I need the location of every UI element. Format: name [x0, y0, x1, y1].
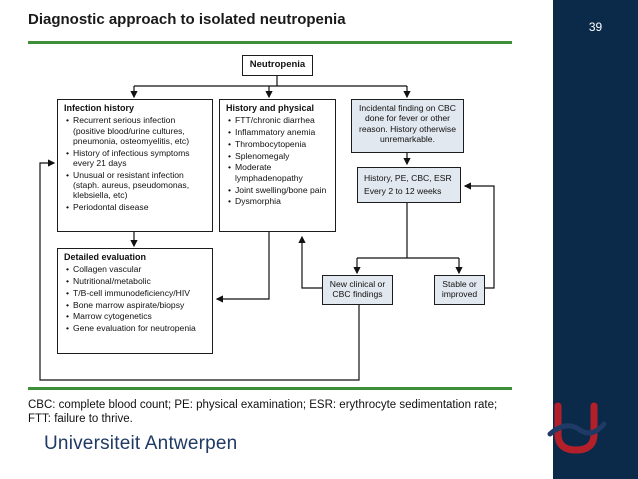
footnote: CBC: complete blood count; PE: physical …	[28, 398, 543, 426]
new-findings-box: New clinical or CBC findings	[322, 275, 393, 305]
infection-item: Periodontal disease	[66, 202, 208, 213]
infection-item: Recurrent serious infection (positive bl…	[66, 115, 208, 146]
arrow-stable-loop	[463, 182, 495, 289]
root-label: Neutropenia	[249, 59, 306, 70]
university-name: Universiteit Antwerpen	[44, 433, 238, 454]
footnote-divider	[28, 387, 512, 390]
history-item: Dysmorphia	[228, 196, 331, 207]
history-item: Inflammatory anemia	[228, 127, 331, 138]
history-item: Moderate lymphadenopathy	[228, 162, 331, 183]
infection-history-title: Infection history	[64, 103, 135, 113]
arrow-new-loop	[39, 159, 360, 381]
monitoring-line1: History, PE, CBC, ESR	[364, 173, 452, 183]
detailed-evaluation-title: Detailed evaluation	[64, 252, 147, 262]
monitoring-box: History, PE, CBC, ESR Every 2 to 12 week…	[357, 167, 461, 203]
university-logo-icon	[547, 402, 607, 454]
infection-history-box: Infection history Recurrent serious infe…	[57, 99, 213, 232]
detailed-item: Gene evaluation for neutropenia	[66, 323, 208, 334]
footnote-line1: CBC: complete blood count; PE: physical …	[28, 399, 498, 411]
infection-item: Unusual or resistant infection (staph. a…	[66, 170, 208, 201]
arrow-history-to-detailed	[215, 232, 270, 303]
arrow-new-to-history	[298, 235, 322, 289]
history-item: Joint swelling/bone pain	[228, 185, 331, 196]
detailed-evaluation-box: Detailed evaluation Collagen vascular Nu…	[57, 248, 213, 354]
incidental-finding-box: Incidental finding on CBC done for fever…	[351, 99, 464, 153]
title-divider	[28, 41, 512, 44]
detailed-item: Bone marrow aspirate/biopsy	[66, 300, 208, 311]
incidental-text: Incidental finding on CBC done for fever…	[359, 103, 456, 144]
history-physical-box: History and physical FTT/chronic diarrhe…	[219, 99, 336, 232]
infection-item: History of infectious symptoms every 21 …	[66, 148, 208, 169]
right-side-bar	[553, 0, 638, 479]
detailed-item: T/B-cell immunodeficiency/HIV	[66, 288, 208, 299]
history-item: FTT/chronic diarrhea	[228, 115, 331, 126]
new-findings-text: New clinical or CBC findings	[329, 279, 386, 300]
history-physical-title: History and physical	[226, 103, 315, 113]
slide-title: Diagnostic approach to isolated neutrope…	[28, 11, 346, 28]
stable-box: Stable or improved	[434, 275, 485, 305]
monitoring-line2: Every 2 to 12 weeks	[364, 186, 442, 196]
detailed-item: Nutritional/metabolic	[66, 276, 208, 287]
detailed-item: Collagen vascular	[66, 264, 208, 275]
footnote-line2: FTT: failure to thrive.	[28, 413, 133, 425]
stable-text: Stable or improved	[441, 279, 478, 300]
detailed-item: Marrow cytogenetics	[66, 311, 208, 322]
history-item: Thrombocytopenia	[228, 139, 331, 150]
root-neutropenia-box: Neutropenia	[242, 55, 313, 76]
page-number: 39	[588, 20, 603, 34]
history-item: Splenomegaly	[228, 151, 331, 162]
flowchart-connectors	[39, 76, 495, 381]
